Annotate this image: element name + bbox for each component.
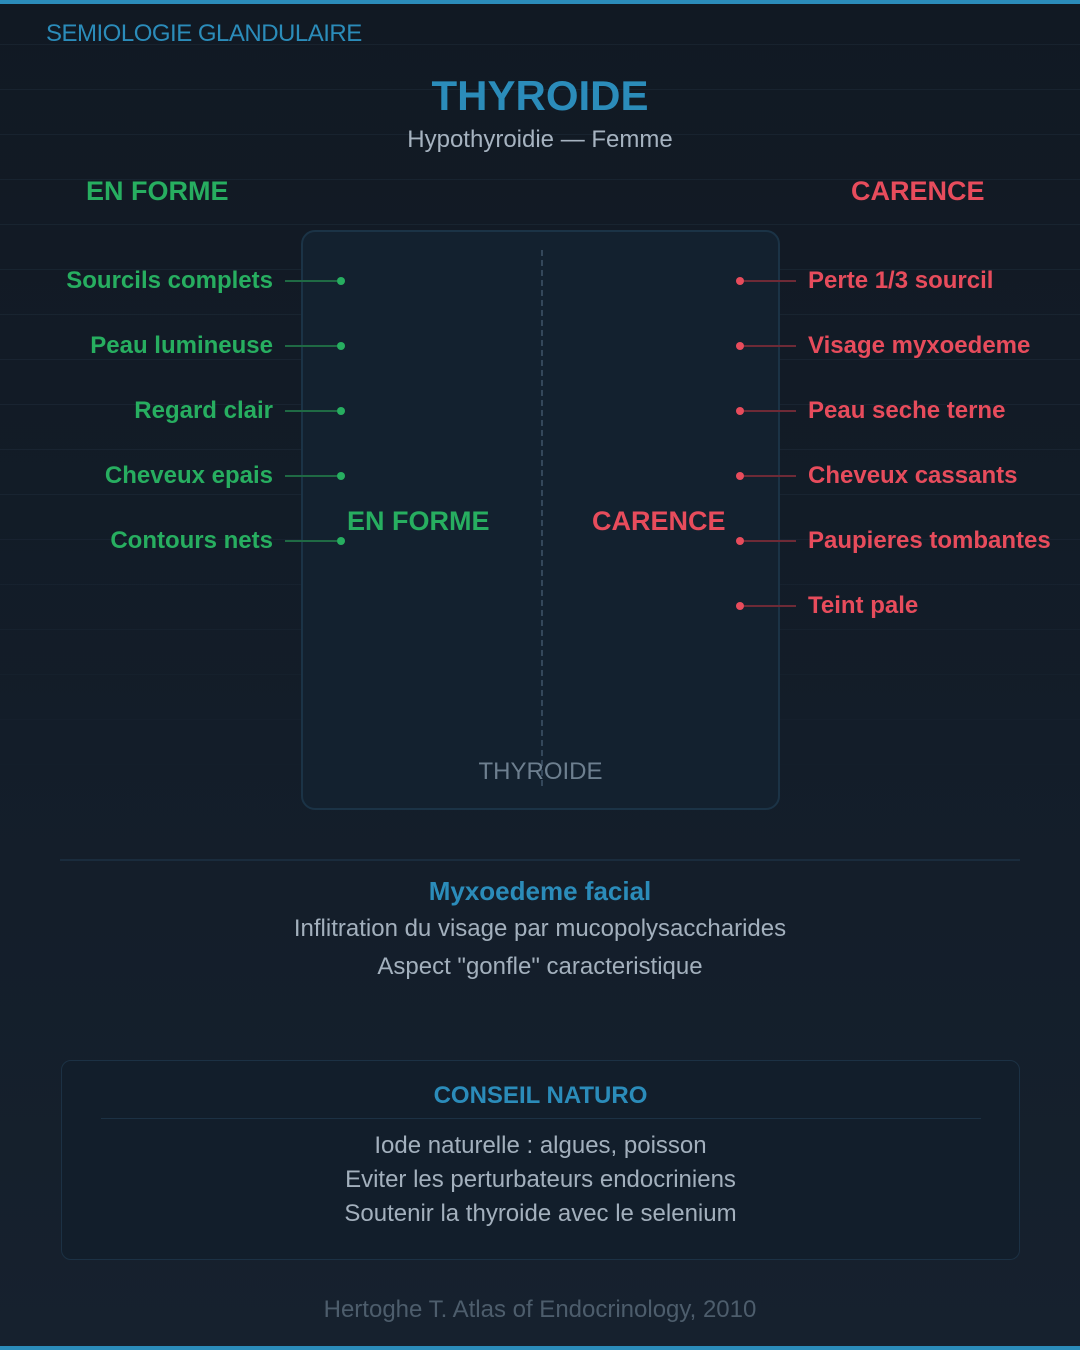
deficiency-sign-callout: Paupieres tombantes xyxy=(736,526,1051,556)
deficiency-sign-callout: Visage myxoedeme xyxy=(736,331,1030,361)
connector-line xyxy=(285,540,337,542)
anchor-dot-icon xyxy=(337,277,345,285)
section-divider xyxy=(60,859,1020,861)
deficiency-sign-label: Peau seche terne xyxy=(808,397,1006,424)
healthy-sign-callout: Cheveux epais xyxy=(105,461,345,491)
healthy-sign-callout: Regard clair xyxy=(134,396,345,426)
connector-line xyxy=(744,605,796,607)
page-subtitle: Hypothyroidie — Femme xyxy=(407,126,673,153)
info-title: Myxoedeme facial xyxy=(428,876,652,906)
anchor-dot-icon xyxy=(337,407,345,415)
anchor-dot-icon xyxy=(736,342,744,350)
deficiency-sign-callout: Peau seche terne xyxy=(736,396,1005,426)
healthy-sign-label: Contours nets xyxy=(110,527,273,554)
healthy-sign-callout: Contours nets xyxy=(110,526,345,556)
citation-footer: Hertoghe T. Atlas of Endocrinology, 2010 xyxy=(323,1296,757,1323)
connector-line xyxy=(744,280,796,282)
anchor-dot-icon xyxy=(337,537,345,545)
anchor-dot-icon xyxy=(337,342,345,350)
center-dashed-divider xyxy=(541,250,543,786)
anchor-dot-icon xyxy=(736,472,744,480)
deficiency-sign-callout: Cheveux cassants xyxy=(736,461,1017,491)
info-line: Aspect "gonfle" caracteristique xyxy=(377,953,703,980)
deficiency-sign-label: Visage myxoedeme xyxy=(808,332,1031,359)
healthy-sign-callout: Peau lumineuse xyxy=(90,331,345,361)
healthy-sign-callout: Sourcils complets xyxy=(66,266,345,296)
gland-label: THYROIDE xyxy=(478,758,603,785)
advice-line: Soutenir la thyroide avec le selenium xyxy=(344,1200,737,1227)
deficiency-sign-callout: Perte 1/3 sourcil xyxy=(736,266,993,296)
deficiency-sign-label: Teint pale xyxy=(808,592,919,619)
deficiency-sign-label: Cheveux cassants xyxy=(808,462,1018,489)
advice-title: CONSEIL NATURO xyxy=(433,1082,648,1109)
connector-line xyxy=(744,410,796,412)
advice-line: Iode naturelle : algues, poisson xyxy=(374,1132,707,1159)
healthy-sign-label: Peau lumineuse xyxy=(90,332,273,359)
healthy-sign-label: Sourcils complets xyxy=(66,267,273,294)
anchor-dot-icon xyxy=(337,472,345,480)
healthy-column-heading: EN FORME xyxy=(86,176,229,206)
diagram-panel: EN FORME CARENCE THYROIDE xyxy=(301,230,780,810)
page-title: THYROIDE xyxy=(431,72,649,119)
section-kicker: SEMIOLOGIE GLANDULAIRE xyxy=(46,20,362,47)
healthy-sign-label: Regard clair xyxy=(134,397,273,424)
deficiency-sign-label: Perte 1/3 sourcil xyxy=(808,267,994,294)
bottom-accent-bar xyxy=(0,1346,1080,1350)
deficiency-column-heading: CARENCE xyxy=(851,176,985,206)
advice-line: Eviter les perturbateurs endocriniens xyxy=(345,1166,736,1193)
connector-line xyxy=(285,410,337,412)
panel-healthy-label: EN FORME xyxy=(347,506,490,536)
anchor-dot-icon xyxy=(736,602,744,610)
top-accent-bar xyxy=(0,0,1080,4)
connector-line xyxy=(744,540,796,542)
anchor-dot-icon xyxy=(736,407,744,415)
connector-line xyxy=(285,280,337,282)
connector-line xyxy=(285,345,337,347)
deficiency-sign-callout: Teint pale xyxy=(736,591,918,621)
panel-deficiency-label: CARENCE xyxy=(592,506,726,536)
anchor-dot-icon xyxy=(736,537,744,545)
advice-divider xyxy=(101,1118,981,1119)
info-line: Inflitration du visage par mucopolysacch… xyxy=(293,915,787,942)
deficiency-sign-label: Paupieres tombantes xyxy=(808,527,1051,554)
anchor-dot-icon xyxy=(736,277,744,285)
connector-line xyxy=(744,475,796,477)
connector-line xyxy=(744,345,796,347)
healthy-sign-label: Cheveux epais xyxy=(104,462,273,489)
advice-card: CONSEIL NATURO Iode naturelle : algues, … xyxy=(61,1060,1020,1260)
connector-line xyxy=(285,475,337,477)
